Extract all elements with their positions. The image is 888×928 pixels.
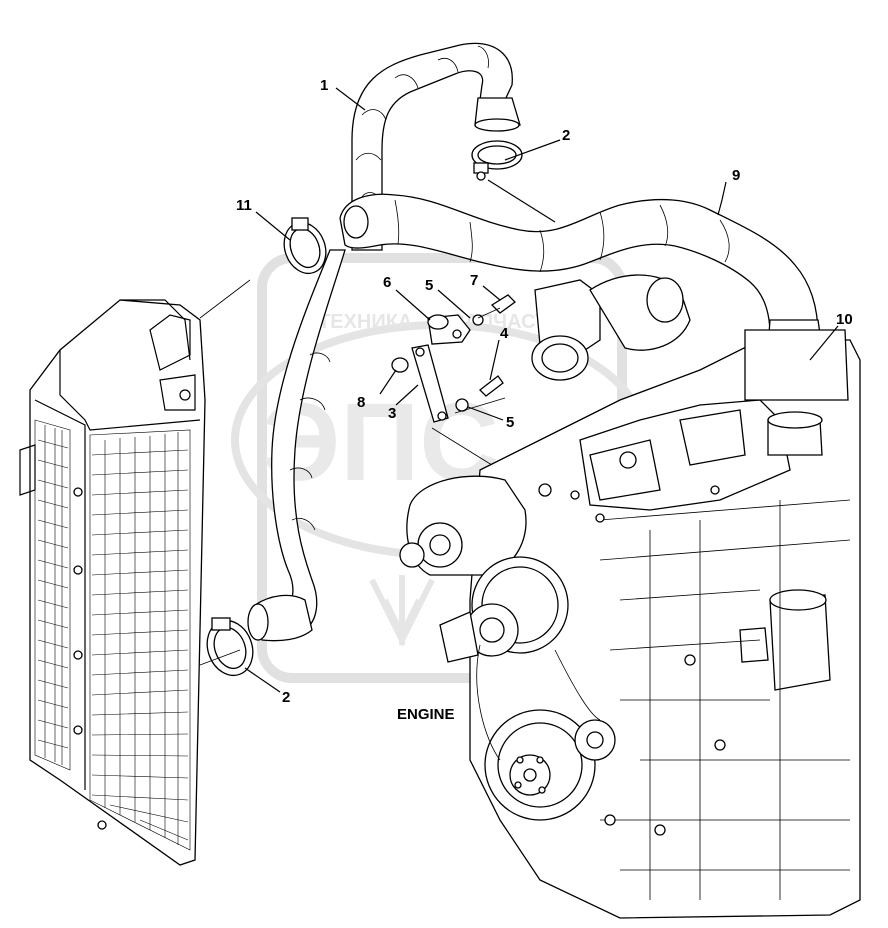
callout-9: 9 — [732, 167, 740, 184]
callout-10: 10 — [836, 311, 853, 328]
callout-7: 7 — [470, 272, 478, 289]
callout-5-top: 5 — [425, 277, 433, 294]
lower-hose — [247, 249, 346, 642]
engine — [399, 274, 861, 919]
callout-2-top: 2 — [562, 127, 570, 144]
small-parts — [391, 294, 516, 471]
radiator-bolts — [73, 487, 107, 830]
callouts: 1 2 2 3 4 5 5 6 7 8 9 10 11 — [236, 77, 853, 706]
watermark-text-left: ТЕХНИКА — [318, 311, 412, 333]
callout-4: 4 — [500, 325, 509, 342]
callout-1: 1 — [320, 77, 328, 94]
radiator — [19, 299, 206, 866]
callout-2-bottom: 2 — [282, 689, 290, 706]
callout-6: 6 — [383, 274, 391, 291]
leader-lines — [199, 87, 839, 693]
callout-5-bottom: 5 — [506, 414, 514, 431]
clamp-2-top — [471, 140, 523, 181]
callout-11: 11 — [236, 197, 252, 214]
clamp-11 — [283, 217, 327, 275]
hose-1 — [351, 42, 521, 251]
engine-label: ENGINE — [397, 706, 455, 723]
clamp-2-bottom — [206, 617, 254, 677]
callout-8: 8 — [357, 394, 365, 411]
watermark-wheat-icon — [369, 575, 435, 647]
radiator-core — [34, 419, 191, 851]
callout-3: 3 — [388, 405, 396, 422]
